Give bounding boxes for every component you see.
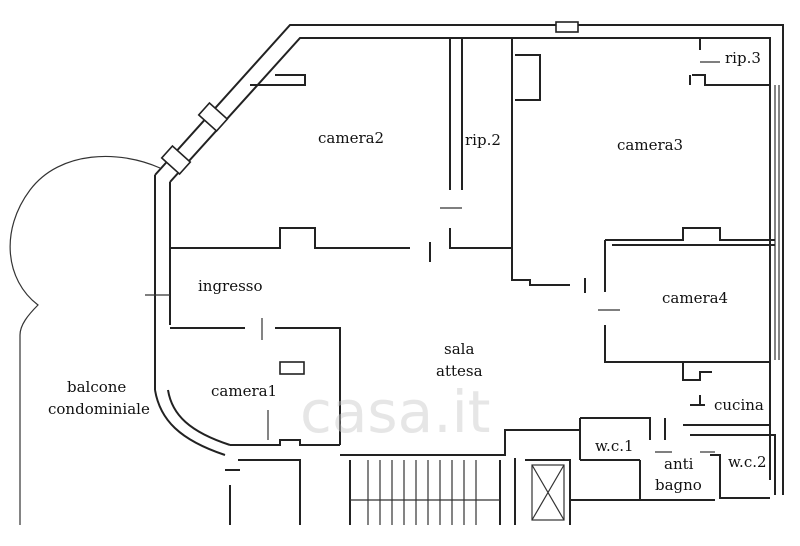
balcony-outline — [9, 155, 161, 525]
camera4-walls — [598, 227, 775, 381]
label-rip2: rip.2 — [465, 131, 501, 149]
label-rip3: rip.3 — [725, 49, 761, 67]
label-ingresso: ingresso — [198, 277, 263, 295]
label-sala: sala — [444, 340, 474, 358]
outer-walls — [154, 21, 784, 495]
camera3-walls — [511, 38, 770, 293]
label-wc1: w.c.1 — [595, 437, 634, 455]
service-walls — [579, 395, 776, 501]
label-camera3: camera3 — [617, 136, 683, 154]
label-condominiale: condominiale — [48, 400, 150, 418]
label-anti: anti — [664, 455, 694, 473]
staircase — [225, 459, 501, 525]
label-cucina: cucina — [714, 396, 764, 414]
camera1-walls — [154, 361, 340, 456]
watermark-text: casa.it — [300, 378, 490, 446]
label-attesa: attesa — [436, 362, 483, 380]
label-wc2: w.c.2 — [728, 453, 767, 471]
camera2-walls — [170, 38, 512, 249]
label-bagno: bagno — [655, 476, 702, 494]
label-camera4: camera4 — [662, 289, 728, 307]
label-balcone: balcone — [67, 378, 126, 396]
label-camera2: camera2 — [318, 129, 384, 147]
label-camera1: camera1 — [211, 382, 277, 400]
lift-shaft — [514, 458, 571, 525]
ingresso-walls — [145, 242, 431, 445]
